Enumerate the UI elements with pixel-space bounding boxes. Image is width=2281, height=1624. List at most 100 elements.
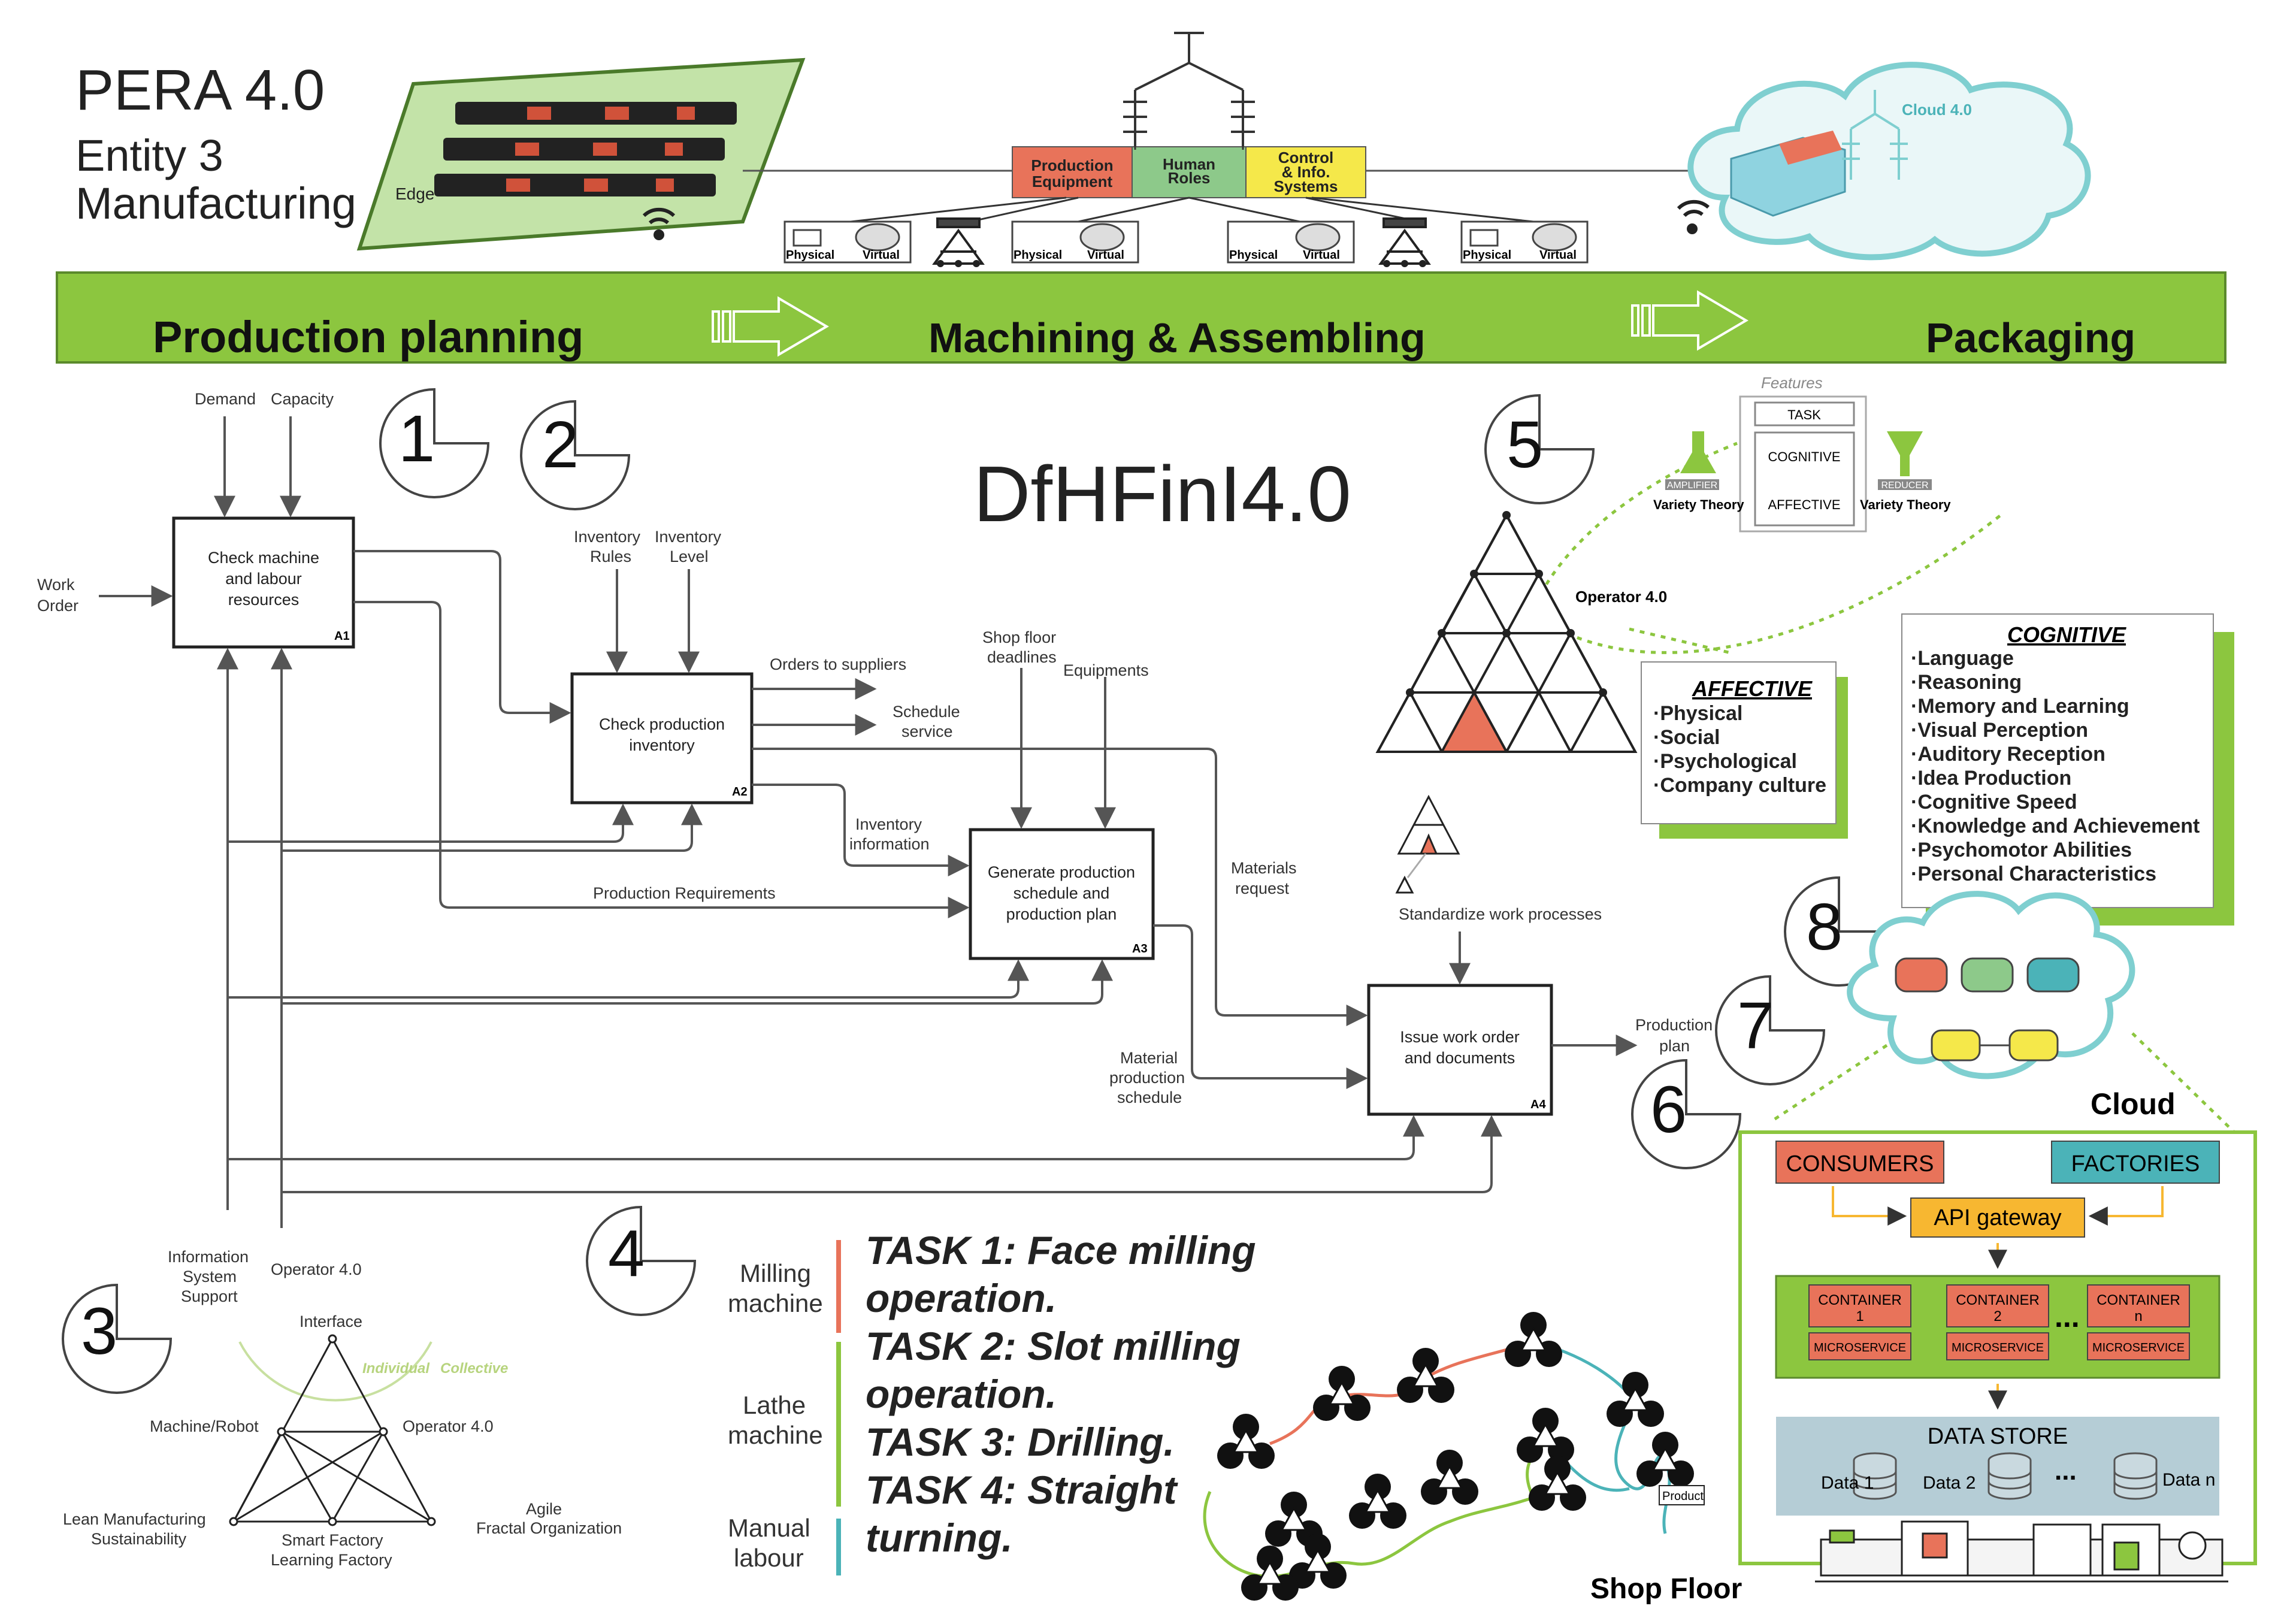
box-a1-label: Check machine <box>208 549 319 567</box>
cognitive-item: ·Cognitive Speed <box>1911 791 2077 813</box>
info-system-label: Support <box>181 1287 238 1305</box>
agent-network: Product <box>1203 1312 1705 1601</box>
machine-robot-label: Machine/Robot <box>150 1417 259 1435</box>
affective-items: ·Physical ·Social ·Psychological ·Compan… <box>1653 702 1826 797</box>
container-label: 2 <box>1993 1308 2001 1324</box>
affective-item: ·Physical <box>1653 702 1742 725</box>
pyramid-operator-label: Operator 4.0 <box>1575 588 1667 606</box>
cognitive-title: COGNITIVE <box>2007 622 2126 647</box>
inventory-level-label: Level <box>670 548 709 565</box>
shop-floor-deadlines-label: deadlines <box>987 648 1057 666</box>
consumers-box <box>1775 1141 1944 1184</box>
box-a3 <box>969 828 1155 960</box>
role-label: Production <box>1031 156 1113 174</box>
numbered-markers <box>62 388 1895 1394</box>
cloud-4-graphic: Cloud 4.0 <box>1687 62 2091 261</box>
tasks-section: Milling machine Lathe machine Manual lab… <box>728 1228 1256 1575</box>
agent-node <box>1607 1372 1664 1427</box>
cognitive-item: ·Reasoning <box>1911 671 2022 694</box>
capacity-label: Capacity <box>271 390 334 408</box>
features-label: Features <box>1761 374 1823 392</box>
task-1-text: operation. <box>866 1276 1057 1320</box>
main-title: DfHFinI4.0 <box>973 450 1351 538</box>
lean-label: Sustainability <box>91 1530 187 1548</box>
role-label: Roles <box>1168 169 1211 187</box>
physical-label: Physical <box>1229 249 1278 262</box>
box-a3-label: production plan <box>1006 905 1117 923</box>
pv-box-3: Physical Virtual <box>1227 220 1355 264</box>
milling-machine-label: Milling <box>740 1259 811 1287</box>
task-feature: TASK <box>1787 407 1821 422</box>
box-a3-label: schedule and <box>1014 884 1110 902</box>
box-a3-label: Generate production <box>988 863 1135 881</box>
api-gateway-box <box>1910 1197 2085 1238</box>
marker-3: 3 <box>81 1295 117 1368</box>
cognitive-item: ·Language <box>1911 647 2014 670</box>
amplifier-label: AMPLIFIER <box>1667 480 1717 491</box>
stage-production-planning: Production planning <box>153 312 583 362</box>
box-a4-label: and documents <box>1405 1049 1515 1067</box>
marker-5: 5 <box>1506 408 1543 482</box>
variety-theory-label: Variety Theory <box>1653 497 1744 512</box>
inventory-rules-label: Inventory <box>574 528 641 546</box>
pv-box-4: Physical Virtual <box>1460 220 1589 264</box>
microservice-label: MICROSERVICE <box>1814 1341 1906 1354</box>
task-3-text: TASK 3: Drilling. <box>866 1420 1175 1464</box>
work-order-label: Work <box>37 576 75 594</box>
individual-label: Individual <box>362 1360 430 1377</box>
box-a1-label: resources <box>228 591 300 609</box>
manual-labour-label: labour <box>734 1544 804 1572</box>
materials-request-label: Materials <box>1231 859 1297 877</box>
stage-packaging: Packaging <box>1926 314 2135 361</box>
info-system-label: System <box>183 1268 237 1286</box>
virtual-label: Virtual <box>863 249 900 262</box>
box-a1-label: and labour <box>225 570 302 588</box>
container-label: n <box>2134 1308 2142 1324</box>
affective-title: AFFECTIVE <box>1692 676 1813 701</box>
collective-label: Collective <box>440 1360 508 1377</box>
marker-numbers: 1 2 3 4 5 6 7 8 <box>81 402 1843 1368</box>
agent-nodes <box>1217 1312 1694 1601</box>
shop-floor-deadlines-label: Shop floor <box>982 628 1056 646</box>
marker-1: 1 <box>398 402 435 476</box>
idef0-diagram: Check machine and labour resources A1 Ch… <box>37 390 1713 1305</box>
agent-node <box>1349 1474 1406 1529</box>
cognitive-feature: COGNITIVE <box>1768 449 1840 464</box>
manufacturing-subtitle: Manufacturing <box>75 179 356 228</box>
lathe-machine-label: Lathe <box>743 1391 806 1419</box>
milling-machine-label: machine <box>728 1289 823 1317</box>
agent-node <box>1397 1348 1454 1403</box>
production-plan-label: plan <box>1659 1037 1690 1055</box>
schedule-service-label: Schedule <box>893 703 960 721</box>
agent-node <box>1217 1414 1275 1469</box>
cloud-service-nodes <box>1895 957 2080 1062</box>
cognitive-box: COGNITIVE ·Language ·Reasoning ·Memory a… <box>1901 613 2234 926</box>
reducer-label: REDUCER <box>1881 480 1928 491</box>
edge-label: Edge <box>395 185 434 203</box>
stage-machining-assembling: Machining & Assembling <box>928 314 1426 361</box>
task-2-text: operation. <box>866 1372 1057 1416</box>
robot-tree-1 <box>932 217 985 267</box>
marker-2: 2 <box>542 408 579 482</box>
cognitive-items: ·Language ·Reasoning ·Memory and Learnin… <box>1911 647 2200 885</box>
container-n: CONTAINER n MICROSERVICE <box>2087 1284 2190 1360</box>
agent-node <box>1636 1432 1694 1487</box>
shop-floor-label: Shop Floor <box>1590 1573 1742 1605</box>
task-1-text: TASK 1: Face milling <box>866 1228 1256 1272</box>
info-system-label: Information <box>168 1248 249 1266</box>
container-ellipsis: ... <box>2055 1300 2080 1333</box>
cognitive-item: ·Auditory Reception <box>1911 743 2105 766</box>
entity-subtitle: Entity 3 <box>75 131 223 180</box>
agent-node <box>1265 1492 1323 1547</box>
schedule-service-label: service <box>901 722 953 740</box>
wifi-icon <box>1677 199 1710 234</box>
physical-virtual-row: Physical Virtual Physical Virtual Physic… <box>783 217 1589 267</box>
box-a1 <box>172 516 355 649</box>
robot-tree-2 <box>1378 217 1431 267</box>
agent-node <box>1241 1546 1299 1601</box>
production-requirements-label: Production Requirements <box>593 884 776 902</box>
affective-feature: AFFECTIVE <box>1768 497 1840 512</box>
affective-item: ·Company culture <box>1653 774 1826 797</box>
interface-label: Interface <box>300 1312 362 1330</box>
